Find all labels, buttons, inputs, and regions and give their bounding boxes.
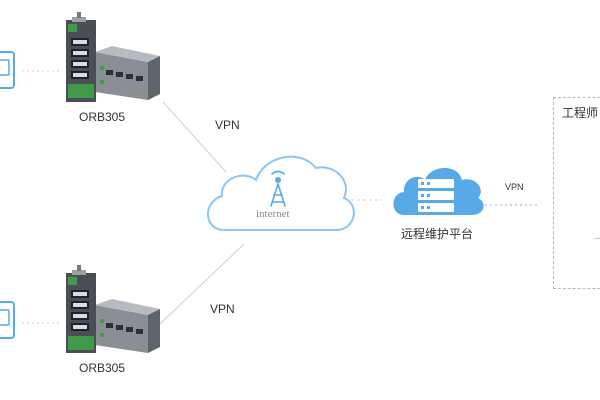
engineer-panel-title: 工程师 xyxy=(562,106,599,120)
terminal-icon-bottom xyxy=(0,301,15,339)
platform-label: 远程维护平台 xyxy=(401,227,474,241)
engineer-decor-mark xyxy=(594,238,600,239)
device-top-label: ORB305 xyxy=(79,110,126,124)
engineer-panel: 工程师 xyxy=(553,97,600,289)
vpn-top-label: VPN xyxy=(215,118,240,132)
vpn-right-label: VPN xyxy=(505,182,524,192)
antenna-tower-icon xyxy=(270,170,286,207)
router-device-top xyxy=(66,12,160,102)
device-bottom-label: ORB305 xyxy=(79,361,126,375)
vpn-bottom-label: VPN xyxy=(210,302,235,316)
internet-label: internet xyxy=(256,208,290,220)
bottom-vpn-link xyxy=(159,243,245,325)
router-device-bottom xyxy=(66,265,160,353)
server-stack-icon xyxy=(418,179,454,212)
terminal-icon-top xyxy=(0,51,15,89)
top-vpn-link xyxy=(162,101,227,173)
